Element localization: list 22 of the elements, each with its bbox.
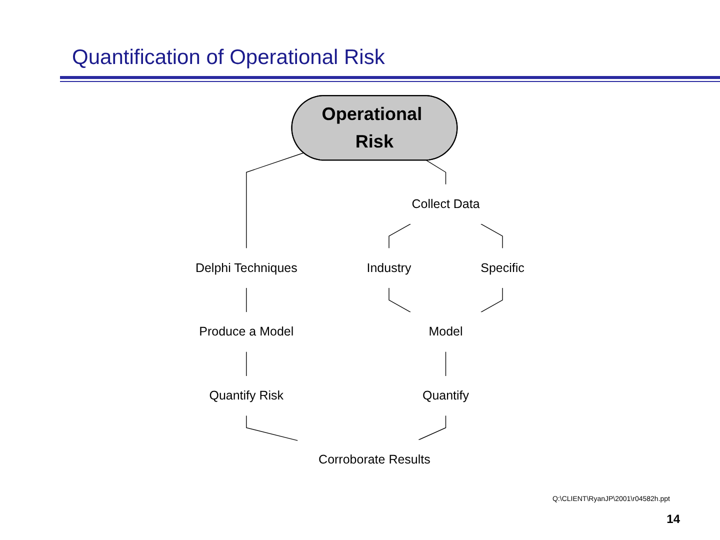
connector [418,415,446,440]
node-text: Model [428,324,463,339]
node-text: Produce a Model [199,324,294,339]
node-text: Quantify Risk [209,388,284,402]
node-text: Specific [480,260,524,275]
connector [480,224,503,249]
node-text: Quantify [422,388,470,402]
connector [246,152,304,249]
slide-title: Quantification of Operational Risk [72,46,385,70]
connector [246,288,247,312]
connector [246,351,247,376]
connector [480,288,503,312]
node-text: Collect Data [412,196,480,211]
connector [388,288,412,312]
node-text: Corroborate Results [318,452,430,466]
connector [246,415,298,441]
node-text: Delphi Techniques [196,260,298,275]
page-number: 14 [666,512,680,526]
connector [388,224,412,249]
connector [426,160,446,185]
connector [445,351,446,376]
node-text: Industry [366,260,412,275]
